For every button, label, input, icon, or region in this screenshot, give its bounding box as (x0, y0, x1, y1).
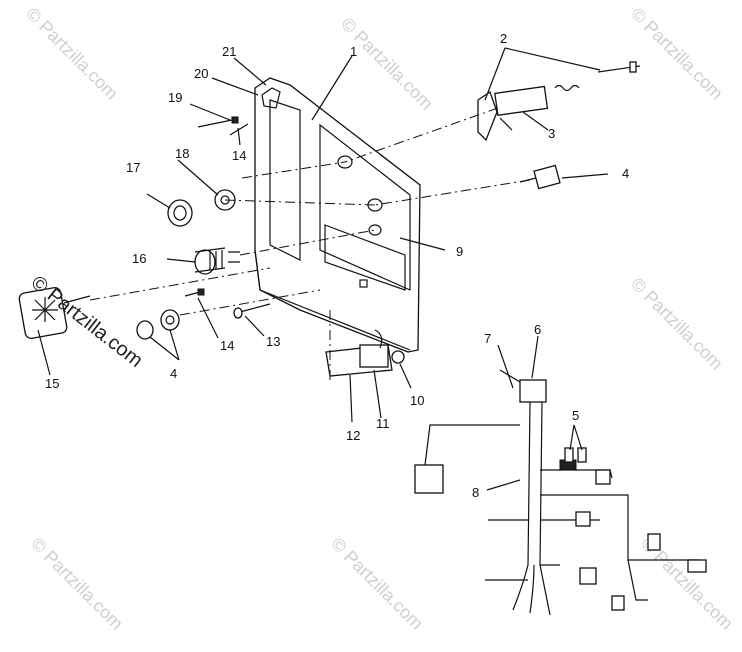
callout-4-left: 4 (170, 366, 177, 381)
callout-21: 21 (222, 44, 236, 59)
callout-13: 13 (266, 334, 280, 349)
watermark: © Partzilla.com (22, 4, 122, 104)
callout-9: 9 (456, 244, 463, 259)
callout-1: 1 (350, 44, 357, 59)
alignment-lines (89, 107, 531, 380)
callout-17: 17 (126, 160, 140, 175)
lock-nut-parts (136, 309, 180, 340)
callout-14-low: 14 (220, 338, 234, 353)
nut-and-washer (167, 189, 236, 227)
ignition-switch (194, 247, 240, 275)
callout-12: 12 (346, 428, 360, 443)
callout-14-up: 14 (232, 148, 246, 163)
callout-5: 5 (572, 408, 579, 423)
callout-15: 15 (45, 376, 59, 391)
callout-6: 6 (534, 322, 541, 337)
callout-7: 7 (484, 331, 491, 346)
callout-4-top: 4 (622, 166, 629, 181)
watermark: © Partzilla.com (337, 14, 437, 114)
callout-2: 2 (500, 31, 507, 46)
callout-11: 11 (376, 416, 390, 431)
toggle-switch (519, 164, 561, 190)
switch-assembly (477, 61, 641, 142)
screws (184, 116, 271, 319)
wire-harness (414, 369, 707, 616)
callout-3: 3 (548, 126, 555, 141)
callout-16: 16 (132, 251, 146, 266)
dash-panel (254, 77, 421, 353)
resistor-bracket (325, 329, 405, 377)
callout-19: 19 (168, 90, 182, 105)
callout-20: 20 (194, 66, 208, 81)
leader-lines (37, 47, 609, 491)
callout-labels: 1 2 3 4 4 5 6 7 8 9 10 11 12 13 14 14 15… (45, 31, 629, 500)
callout-18: 18 (175, 146, 189, 161)
watermark: © Partzilla.com (27, 534, 127, 634)
callout-10: 10 (410, 393, 424, 408)
watermark: © Partzilla.com (627, 4, 727, 104)
watermark: © Partzilla.com (627, 274, 727, 374)
key (18, 287, 91, 339)
callout-8: 8 (472, 485, 479, 500)
watermark: © Partzilla.com (327, 534, 427, 634)
